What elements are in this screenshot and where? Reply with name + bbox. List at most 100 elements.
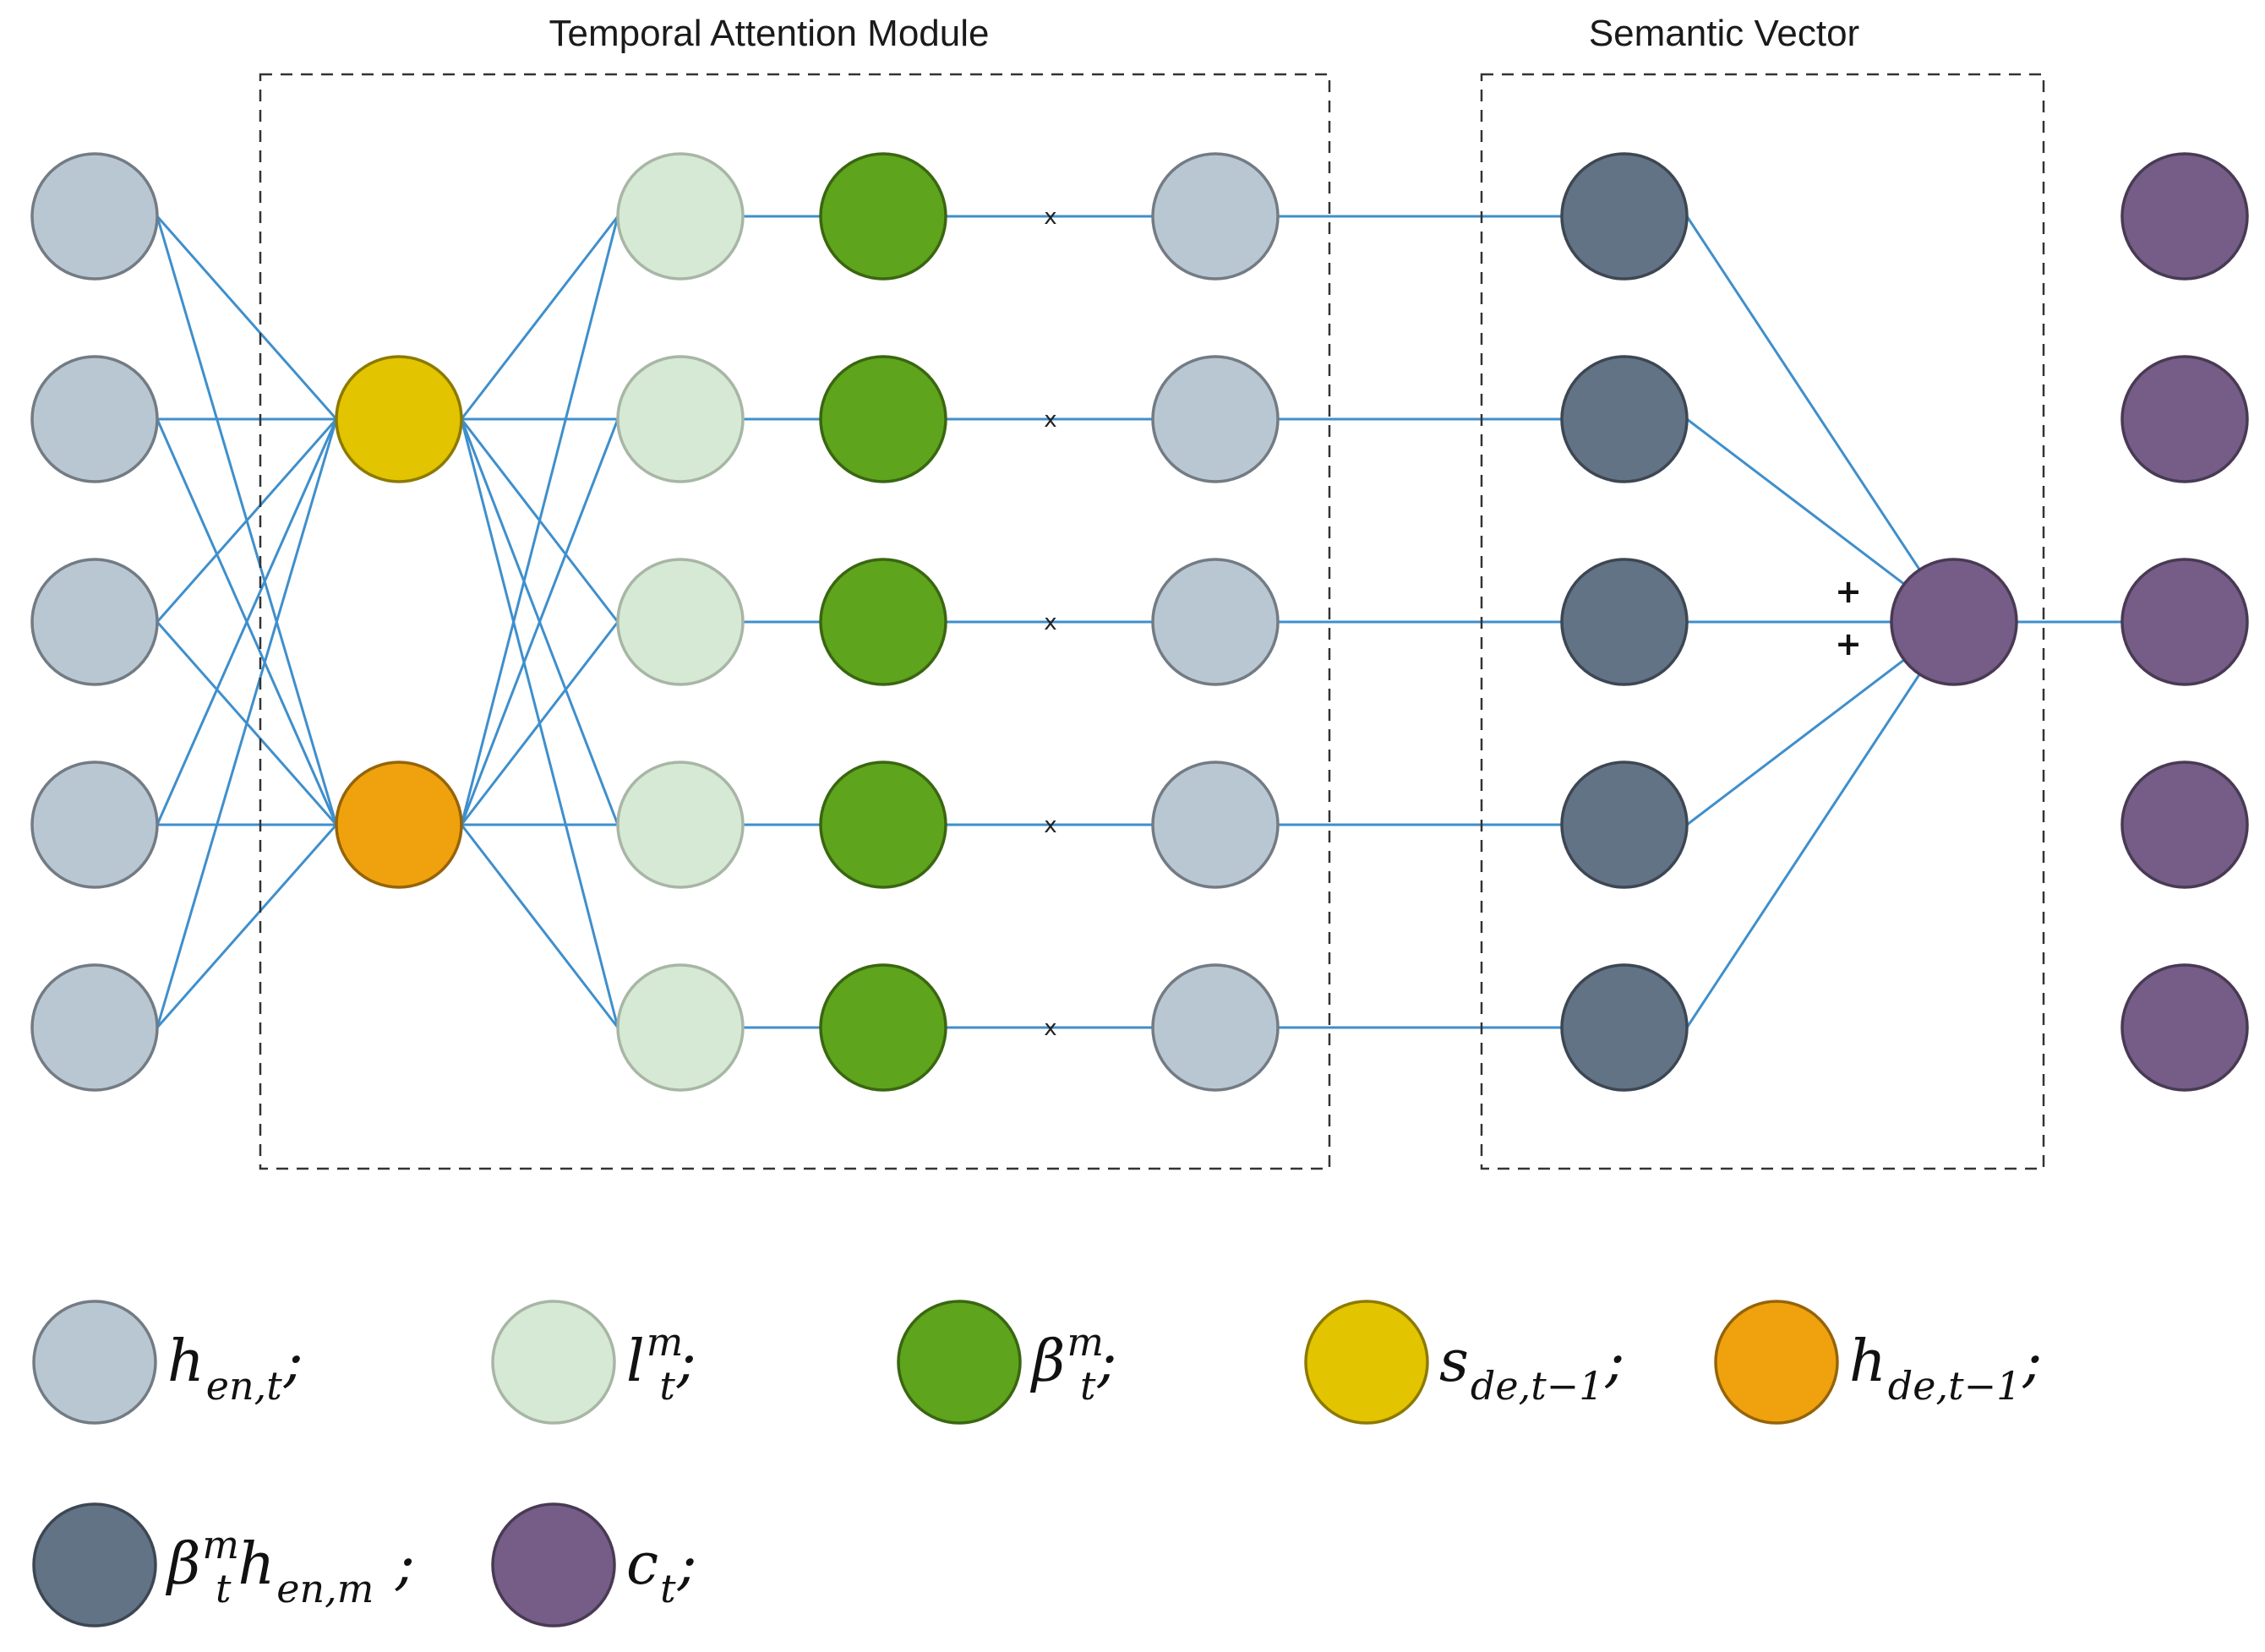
encoder-value-node-2 [1151, 355, 1280, 483]
context-sum-node [1890, 558, 2018, 686]
network-nodes [30, 152, 2249, 1092]
legend-symbol-base: β [165, 1531, 200, 1598]
attention-weight-node-2 [819, 355, 947, 483]
encoder-hidden-node-4 [30, 761, 159, 889]
connection-edges [156, 215, 2122, 1029]
edge-state-to-score-1 [460, 215, 619, 420]
edge-decoder-to-score-5 [460, 824, 619, 1028]
multiply-operator-5: x [1044, 1016, 1056, 1041]
legend-swatch-7 [491, 1502, 616, 1627]
attention-score-node-4 [616, 761, 745, 889]
edge-state-to-score-4 [460, 418, 619, 826]
semantic-vector-frame [1480, 73, 2045, 1170]
weighted-hidden-node-2 [1560, 355, 1689, 483]
legend-swatch-1 [32, 1300, 157, 1425]
edge-weighted-1-to-context [1685, 215, 1956, 623]
legend-symbol-base: s [1439, 1328, 1469, 1395]
legend-symbol-tail: ; [677, 1531, 697, 1598]
legend-symbol-base: l [626, 1328, 645, 1395]
legend-symbol-sub: t [660, 1566, 676, 1611]
attention-weight-node-3 [819, 558, 947, 686]
legend-symbol-sup: m [647, 1319, 684, 1365]
legend-symbol-tail: ; [676, 1328, 696, 1395]
encoder-hidden-node-1 [30, 152, 159, 281]
legend-symbol-base: c [626, 1531, 658, 1598]
legend-label-1: hen,t; [167, 1328, 303, 1409]
output-context-node-3 [2120, 558, 2249, 686]
multiply-operator-4: x [1044, 813, 1056, 838]
attention-module-frame [259, 73, 1331, 1170]
legend-symbol-sup: m [202, 1522, 239, 1567]
legend-symbol-sub: t [1080, 1363, 1096, 1409]
encoder-value-node-4 [1151, 761, 1280, 889]
decoder-state-node [335, 355, 463, 483]
weighted-hidden-node-5 [1560, 963, 1689, 1092]
plus-operator-1: + [1835, 573, 1862, 610]
legend-symbol-tail: ; [2022, 1328, 2042, 1395]
legend-symbol-tail: ; [1096, 1328, 1116, 1395]
attention-score-node-3 [616, 558, 745, 686]
edge-encoder-5-to-decoder [156, 824, 338, 1028]
plus-operator-2: + [1835, 625, 1862, 662]
legend-swatch-4 [1304, 1300, 1429, 1425]
edge-encoder-4-to-state [156, 418, 338, 826]
legend-swatch-3 [897, 1300, 1022, 1425]
edge-encoder-3-to-state [156, 418, 338, 623]
multiply-operator-3: x [1044, 610, 1056, 635]
weighted-hidden-node-3 [1560, 558, 1689, 686]
output-context-node-1 [2120, 152, 2249, 281]
encoder-hidden-node-2 [30, 355, 159, 483]
attention-score-node-1 [616, 152, 745, 281]
legend-symbol-sub: t [659, 1363, 675, 1409]
module-frames [259, 73, 2045, 1170]
semantic-vector-title: Semantic Vector [1589, 13, 1859, 54]
decoder-hidden-node [335, 761, 463, 889]
legend-symbol-sub2: en,m [276, 1566, 374, 1611]
legend-label-4: sde,t−1; [1439, 1328, 1624, 1409]
encoder-hidden-node-5 [30, 963, 159, 1092]
legend-label-7: ct; [626, 1531, 697, 1611]
legend-symbol-sub: en,t [206, 1363, 282, 1409]
legend-symbol-sub: t [216, 1566, 232, 1611]
attention-score-node-2 [616, 355, 745, 483]
edge-state-to-score-5 [460, 418, 619, 1028]
legend-symbol-sub: de,t−1 [1471, 1363, 1604, 1409]
edge-encoder-5-to-state [156, 418, 338, 1028]
encoder-value-node-5 [1151, 963, 1280, 1092]
weighted-hidden-node-1 [1560, 152, 1689, 281]
multiply-operator-1: x [1044, 204, 1056, 230]
attention-weight-node-1 [819, 152, 947, 281]
weighted-hidden-node-4 [1560, 761, 1689, 889]
legend-swatch-5 [1714, 1300, 1839, 1425]
legend-symbol-base: h [167, 1328, 205, 1395]
legend-symbol-tail: ; [1605, 1328, 1625, 1395]
encoder-value-node-1 [1151, 152, 1280, 281]
edge-state-to-score-3 [460, 418, 619, 623]
legend-symbol-sup: m [1067, 1319, 1104, 1365]
legend-symbol-tail: ; [283, 1328, 303, 1395]
legend-symbol-base: h [1849, 1328, 1886, 1395]
multiply-operator-2: x [1044, 407, 1056, 433]
legend-symbol-sub: de,t−1 [1888, 1363, 2022, 1409]
diagram-labels: Temporal Attention Module Semantic Vecto… [549, 13, 1860, 54]
edge-encoder-1-to-state [156, 215, 338, 420]
attention-weight-node-4 [819, 761, 947, 889]
edge-weighted-5-to-context [1685, 621, 1956, 1028]
output-context-node-5 [2120, 963, 2249, 1092]
legend-label-5: hde,t−1; [1849, 1328, 2042, 1409]
legend-symbol-base: β [1029, 1328, 1065, 1395]
attention-score-node-5 [616, 963, 745, 1092]
attention-module-title: Temporal Attention Module [549, 13, 990, 54]
encoder-hidden-node-3 [30, 558, 159, 686]
output-context-node-2 [2120, 355, 2249, 483]
legend-symbol-base2: h [237, 1531, 275, 1598]
legend-symbol-tail: ; [377, 1531, 415, 1598]
operator-symbols: x x x x x + + [1044, 204, 1862, 1041]
legend-swatch-2 [491, 1300, 616, 1425]
encoder-value-node-3 [1151, 558, 1280, 686]
